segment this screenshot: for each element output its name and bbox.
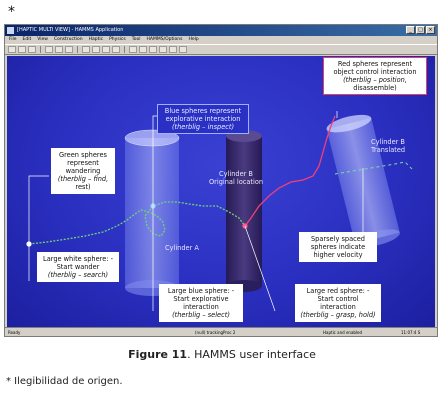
callout-line: explorative interaction [165,115,241,123]
callout-line: Start control interaction [317,295,359,311]
cylinder-b-translated-text-2: Translated [370,146,406,154]
callout-line: (therblig – search) [47,271,109,279]
window-title: [HAPTIC MULTI VIEW] - HAMMS Application [17,27,124,33]
play-icon[interactable] [179,46,187,53]
callout-line: Red spheres represent [337,60,413,68]
menu-physics[interactable]: Physics [109,37,126,42]
new-file-icon[interactable] [8,46,16,53]
scene-svg [26,111,414,312]
sparse-spheres-callout: Sparsely spaced spheres indicate higher … [299,232,377,262]
cylinder-a-text: Cylinder A [165,244,199,252]
callout-line: Blue spheres represent [164,107,242,115]
callout-line: (therblig – position, [343,76,407,84]
menu-construction[interactable]: Construction [53,37,83,42]
callout-line: (therblig – select) [172,311,230,319]
toolbar-separator [124,46,125,53]
menu-help[interactable]: Help [188,37,199,42]
cylinder-tool-icon[interactable] [129,46,137,53]
figure-title: . HAMMS user interface [187,348,316,361]
rotate-icon[interactable] [82,46,90,53]
large-white-sphere-callout: Large white sphere: - Start wander (ther… [37,252,119,282]
asterisk-mark: * [8,4,15,20]
menu-hamms-options[interactable]: HAMMS/Options [146,37,183,42]
open-folder-icon[interactable] [18,46,26,53]
callout-line: Start explorative interaction [173,295,229,311]
title-bar[interactable]: [HAPTIC MULTI VIEW] - HAMMS Application … [5,25,437,36]
toolbar-separator [77,46,78,53]
callout-line: higher velocity [313,251,363,259]
sparse-path [334,161,414,175]
green-spheres-callout: Green spheres represent wandering (therb… [51,148,115,194]
red-spheres-callout: Red spheres represent object control int… [323,57,427,95]
cylinder-b-text-2: Original location [208,178,264,186]
sphere-tool-icon[interactable] [139,46,147,53]
cylinder-b-label: Cylinder B Original location [201,170,271,186]
menu-tool[interactable]: Tool [131,37,141,42]
callout-line: disassemble) [353,84,397,92]
app-icon [7,27,14,34]
window-controls: _ □ × [406,26,435,34]
status-left: Ready [8,330,21,335]
figure-caption: Figure 11. HAMMS user interface [0,348,444,361]
callout-line: Sparsely spaced [311,235,365,243]
callout-line: rest) [75,183,91,191]
status-coords: 11:07:4 S [401,330,421,335]
callout-line: wandering [65,167,101,175]
menu-view[interactable]: View [37,37,48,42]
maximize-button[interactable]: □ [416,26,425,34]
app-window: [HAPTIC MULTI VIEW] - HAMMS Application … [4,24,438,337]
cylinder-b-text-1: Cylinder B [219,170,253,178]
large-blue-sphere-callout: Large blue sphere: - Start explorative i… [159,284,243,322]
copy-icon[interactable] [55,46,63,53]
pan-icon[interactable] [102,46,110,53]
menu-edit[interactable]: Edit [22,37,32,42]
close-button[interactable]: × [426,26,435,34]
wander-path [28,201,246,245]
callout-line: (therblig – find, [57,175,109,183]
callout-line: (therblig – grasp, hold) [300,311,376,319]
cylinder-b-translated-label: Cylinder B Translated [353,138,423,154]
haptic-tool-icon[interactable] [159,46,167,53]
cylinder-b-original[interactable] [226,130,262,292]
large-red-sphere-callout: Large red sphere: - Start control intera… [295,284,381,322]
box-tool-icon[interactable] [149,46,157,53]
figure-number: Figure 11 [128,348,188,361]
status-middle: (null) trackingProc 2 [195,330,236,335]
callout-line: (therblig – inspect) [171,123,235,131]
save-icon[interactable] [28,46,36,53]
callout-line: spheres indicate [310,243,366,251]
callout-line: represent [67,159,99,167]
menu-bar: File Edit View Construction Haptic Physi… [5,36,437,44]
callout-line: Large white sphere: - [43,255,113,263]
callout-line: object control interaction [333,68,417,76]
status-right: Haptic and enabled [323,330,363,335]
control-path [244,115,336,227]
callout-line: Start wander [56,263,100,271]
cut-icon[interactable] [45,46,53,53]
zoom-icon[interactable] [92,46,100,53]
record-icon[interactable] [169,46,177,53]
footnote: * Ilegibilidad de origen. [6,376,123,387]
callout-line: Large red sphere: - [306,287,370,295]
status-bar: Ready (null) trackingProc 2 Haptic and e… [5,327,437,336]
select-icon[interactable] [112,46,120,53]
paste-icon[interactable] [65,46,73,53]
menu-haptic[interactable]: Haptic [88,37,104,42]
toolbar-separator [40,46,41,53]
blue-spheres-callout: Blue spheres represent explorative inter… [157,104,249,134]
callout-line: Large blue sphere: - [167,287,235,295]
3d-viewport[interactable]: Cylinder A Cylinder B Original location … [7,56,435,327]
cylinder-b-translated-text-1: Cylinder B [371,138,405,146]
toolbar [5,44,437,55]
callout-line: Green spheres [59,151,107,159]
cylinder-a-label: Cylinder A [165,244,199,252]
minimize-button[interactable]: _ [406,26,415,34]
menu-file[interactable]: File [9,37,17,42]
